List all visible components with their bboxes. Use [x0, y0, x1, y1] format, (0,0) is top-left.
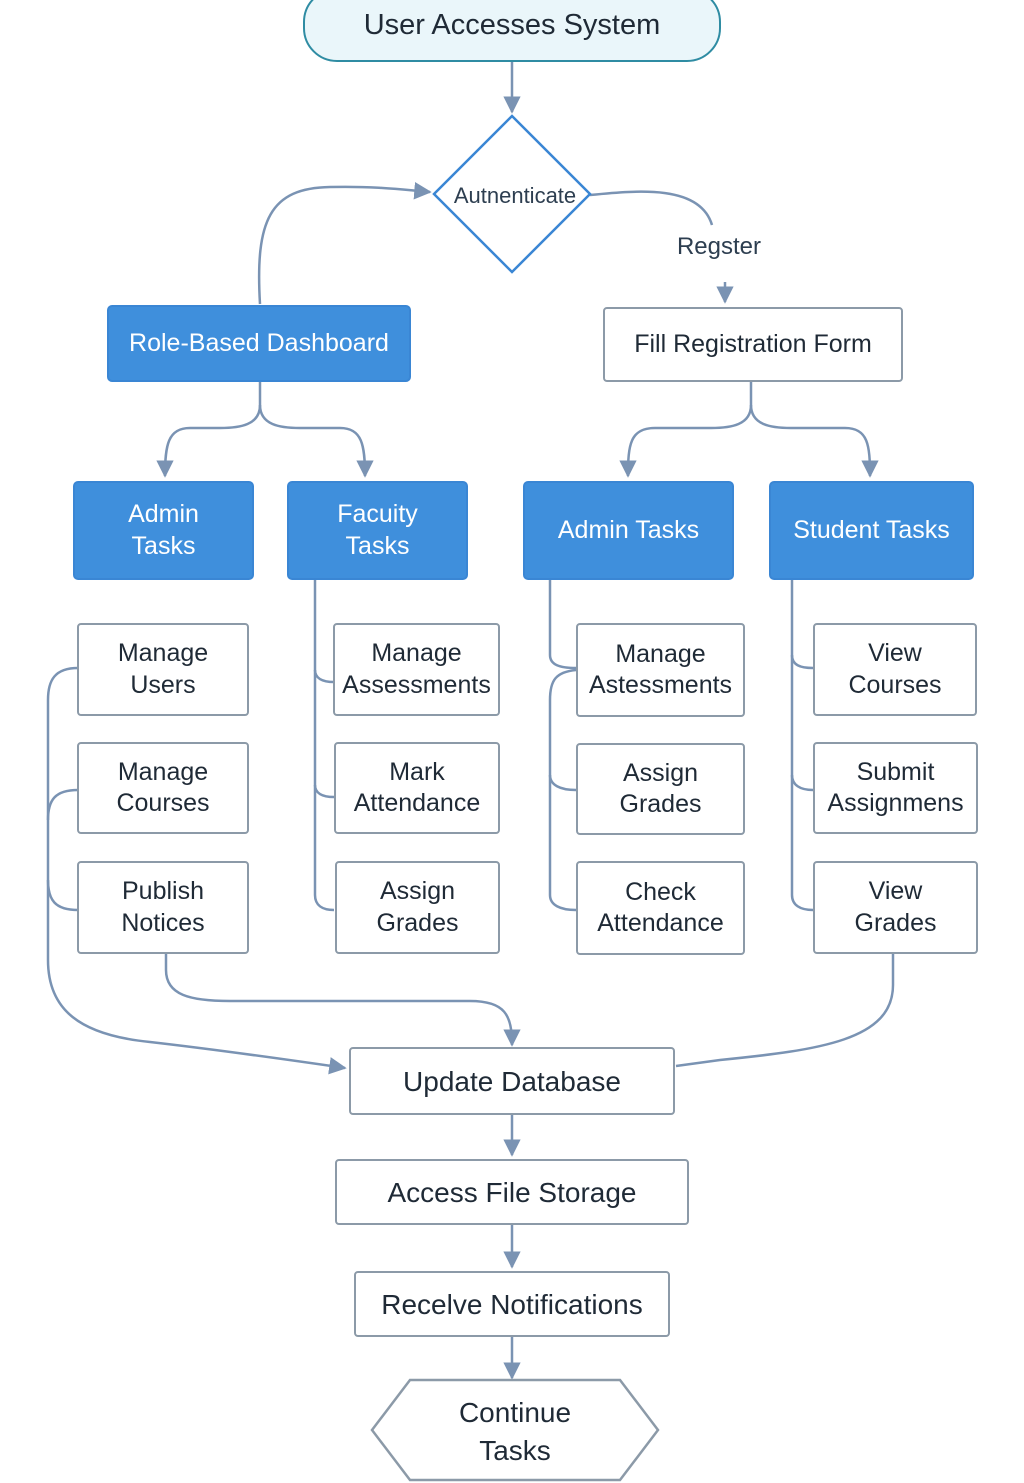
faculty-tasks-label: Facuity Tasks — [337, 500, 418, 560]
task-label: Manage Assessments — [342, 639, 491, 699]
task-label: View Courses — [848, 639, 942, 699]
edge-admin-left-group — [46, 666, 347, 1075]
decision-label: Autnenticate — [453, 183, 577, 208]
student-tasks-label: Student Tasks — [793, 515, 950, 544]
edge-auth-to-register — [589, 190, 714, 226]
task-label: View Grades — [854, 877, 937, 937]
edge-form-to-admin — [619, 382, 753, 478]
edge-student-submit — [790, 774, 814, 792]
edge-admin-left-courses — [46, 788, 79, 821]
start-node: User Accesses System — [303, 0, 721, 62]
end-hexagon — [370, 1378, 660, 1482]
task-manage-astessments: Manage Astessments — [576, 623, 745, 717]
edge-faculty-group — [313, 580, 335, 912]
task-submit-assignments: Submit Assignmens — [813, 742, 978, 834]
registration-form-node: Fill Registration Form — [603, 307, 903, 382]
edge-faculty-assess — [313, 669, 335, 684]
task-view-courses: View Courses — [813, 623, 977, 716]
edge-admin-right-group — [548, 580, 577, 670]
task-label: Assign Grades — [619, 758, 702, 818]
edge-student-group — [790, 580, 814, 912]
end-label: Continue Tasks — [458, 1397, 572, 1466]
task-manage-users: Manage Users — [77, 623, 249, 716]
task-label: Manage Astessments — [588, 639, 733, 699]
edge-student-courses — [790, 654, 814, 670]
student-tasks-node: Student Tasks — [769, 481, 974, 580]
task-publish-notices: Publish Notices — [77, 861, 249, 954]
task-faculty-assign-grades: Assign Grades — [335, 861, 500, 954]
edge-admin-right-lower — [548, 668, 577, 912]
admin-tasks-left-node: Admin Tasks — [73, 481, 254, 580]
edge-admin-left-notices — [46, 879, 79, 912]
edge-dashboard-to-faculty — [258, 404, 374, 478]
task-label: Submit Assignmens — [827, 757, 964, 817]
role-dashboard-node: Role-Based Dashboard — [107, 305, 411, 382]
task-mark-attendance: Mark Attendance — [334, 742, 500, 834]
edge-faculty-attend — [313, 784, 335, 799]
task-label: Manage Courses — [116, 757, 210, 817]
task-label: Publish Notices — [121, 877, 205, 937]
file-storage-node: Access File Storage — [335, 1159, 689, 1225]
start-label: User Accesses System — [363, 8, 661, 41]
task-view-grades: View Grades — [813, 861, 978, 954]
edge-grades-to-db — [675, 954, 895, 1068]
task-label: Manage Users — [117, 639, 209, 699]
admin-tasks-left-label: Admin Tasks — [128, 500, 199, 560]
update-database-label: Update Database — [403, 1065, 621, 1097]
task-label: Assign Grades — [376, 877, 459, 937]
decision-diamond — [432, 114, 592, 274]
update-database-node: Update Database — [349, 1047, 675, 1115]
admin-tasks-right-node: Admin Tasks — [523, 481, 734, 580]
task-check-attendance: Check Attendance — [576, 861, 745, 955]
task-admin-assign-grades: Assign Grades — [576, 743, 745, 835]
edge-admin-right-grades — [548, 774, 577, 792]
task-manage-courses: Manage Courses — [77, 742, 249, 834]
task-label: Check Attendance — [597, 877, 724, 937]
registration-form-label: Fill Registration Form — [634, 329, 872, 358]
edge-dashboard-to-admin — [156, 382, 262, 478]
edge-dashboard-to-auth — [257, 182, 432, 305]
edge-notices-to-db — [164, 954, 521, 1047]
register-label: Regster — [676, 233, 762, 260]
faculty-tasks-node: Facuity Tasks — [287, 481, 468, 580]
notifications-label: Recelve Notifications — [381, 1288, 643, 1320]
role-dashboard-label: Role-Based Dashboard — [129, 328, 389, 357]
file-storage-label: Access File Storage — [387, 1176, 637, 1208]
end-node: Continue Tasks — [410, 1388, 620, 1476]
notifications-node: Recelve Notifications — [354, 1271, 670, 1337]
admin-tasks-right-label: Admin Tasks — [557, 515, 700, 544]
task-manage-assessments: Manage Assessments — [333, 623, 500, 716]
edge-form-to-student — [749, 404, 879, 478]
task-label: Mark Attendance — [353, 757, 481, 817]
